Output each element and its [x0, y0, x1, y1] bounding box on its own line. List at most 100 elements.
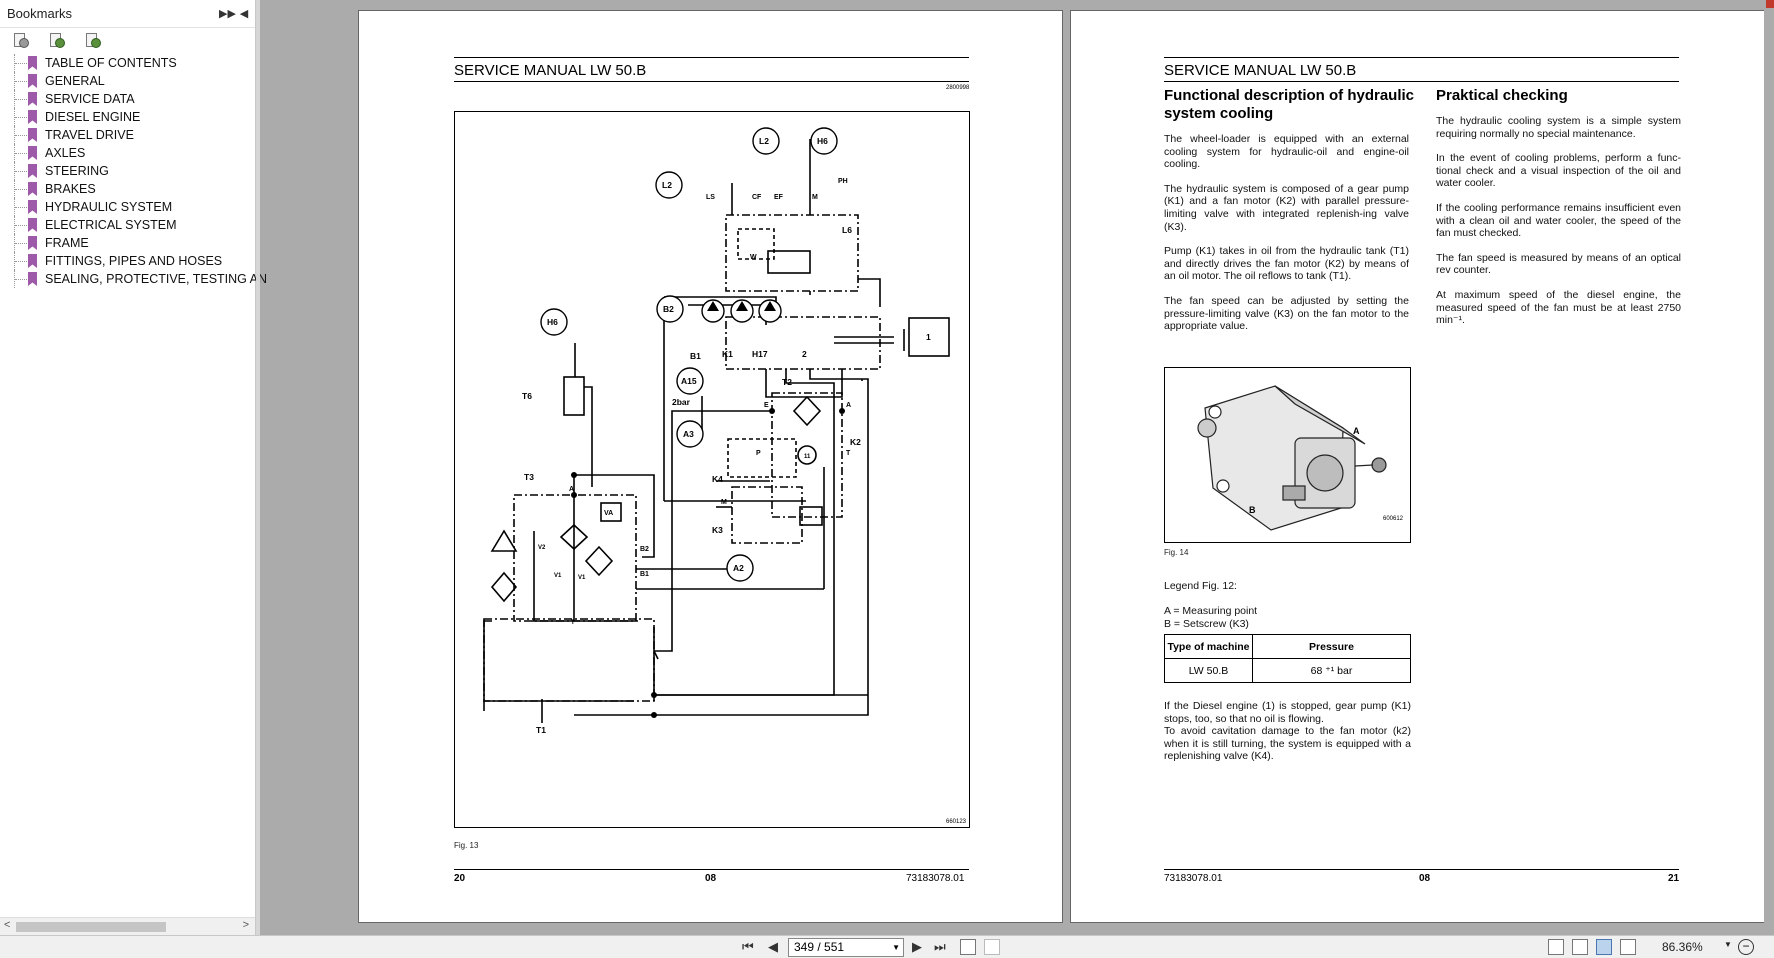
diagram-label: T3	[524, 472, 534, 482]
bookmark-item[interactable]: AXLES	[0, 144, 255, 162]
page-dropdown-icon[interactable]: ▼	[892, 943, 900, 952]
page-number: 20	[454, 873, 466, 884]
hydraulic-schematic-diagram: L2 H6 L2 PH LS CF EF M W L6 B2 1 B1 K1 H…	[454, 111, 970, 828]
bookmark-icon	[28, 92, 37, 106]
tree-connector	[14, 126, 28, 144]
tree-connector	[14, 252, 28, 270]
expand-panel-icon[interactable]: ▶▶	[219, 8, 236, 20]
sidebar-horizontal-scrollbar[interactable]: < >	[0, 917, 255, 935]
continuous-view-icon[interactable]	[1572, 939, 1588, 955]
page-header-title: SERVICE MANUAL LW 50.B	[1164, 62, 1357, 79]
bookmark-icon	[28, 218, 37, 232]
diagram-label: T6	[522, 391, 532, 401]
paragraph: The hydraulic cooling system is a simple…	[1436, 115, 1681, 140]
diagram-label: T	[571, 620, 575, 626]
panel-splitter[interactable]	[256, 0, 260, 935]
bookmark-item[interactable]: HYDRAULIC SYSTEM	[0, 198, 255, 216]
header-rule	[1164, 81, 1679, 82]
bookmark-icon	[28, 74, 37, 88]
continuous-facing-view-icon[interactable]	[1620, 939, 1636, 955]
collapse-panel-icon[interactable]: ◀	[239, 8, 249, 20]
bookmark-item[interactable]: SEALING, PROTECTIVE, TESTING AN	[0, 270, 267, 288]
bookmark-icon	[28, 110, 37, 124]
legend-line: B = Setscrew (K3)	[1164, 618, 1249, 630]
diagram-label: L2	[759, 136, 769, 146]
tree-connector	[14, 72, 28, 90]
section-body: The hydraulic cooling system is a simple…	[1436, 115, 1681, 339]
bookmark-item[interactable]: DIESEL ENGINE	[0, 108, 255, 126]
diagram-label: B1	[640, 571, 649, 578]
paragraph: The fan speed is measured by means of an…	[1436, 251, 1681, 277]
table-cell: 68 ⁺¹ bar	[1252, 658, 1411, 683]
bookmark-label: BRAKES	[45, 182, 96, 196]
diagram-label: V1	[554, 573, 562, 579]
bookmarks-title: Bookmarks	[7, 6, 73, 21]
page-number-input[interactable]: 349 / 551 ▼	[788, 938, 904, 957]
zoom-out-icon[interactable]: −	[1738, 939, 1754, 955]
bookmark-label: HYDRAULIC SYSTEM	[45, 200, 173, 214]
document-vertical-scrollbar[interactable]	[1764, 0, 1774, 935]
figure-code: 600612	[1383, 516, 1404, 522]
diagram-label: A	[846, 402, 851, 409]
zoom-level[interactable]: 86.36%	[1662, 940, 1703, 954]
bookmark-item[interactable]: SERVICE DATA	[0, 90, 255, 108]
scroll-left-icon[interactable]: <	[4, 919, 11, 931]
figure-caption: Fig. 14	[1164, 548, 1189, 557]
tree-connector	[14, 90, 28, 108]
previous-page-icon[interactable]: ◀	[768, 939, 778, 954]
bookmark-options-icon[interactable]	[12, 32, 30, 50]
section-number: 08	[1419, 873, 1431, 884]
bookmark-label: DIESEL ENGINE	[45, 110, 141, 124]
add-bookmark-icon[interactable]	[84, 32, 102, 50]
bookmark-item[interactable]: ELECTRICAL SYSTEM	[0, 216, 255, 234]
facing-pages-view-icon[interactable]	[1596, 939, 1612, 955]
bookmark-label: STEERING	[45, 164, 109, 178]
bookmark-item[interactable]: BRAKES	[0, 180, 255, 198]
paragraph: If the Diesel engine (1) is stopped, gea…	[1164, 700, 1411, 725]
next-view-icon[interactable]	[984, 939, 1000, 955]
diagram-label: A	[569, 486, 574, 493]
bookmark-icon	[28, 254, 37, 268]
next-page-icon[interactable]: ▶	[912, 939, 922, 954]
bookmark-item[interactable]: FITTINGS, PIPES AND HOSES	[0, 252, 255, 270]
bookmark-item[interactable]: FRAME	[0, 234, 255, 252]
tree-connector	[14, 180, 28, 198]
last-page-icon[interactable]: ⏭	[934, 939, 946, 954]
paragraph: To avoid cavitation damage to the fan mo…	[1164, 725, 1411, 763]
zoom-dropdown-icon[interactable]: ▼	[1724, 940, 1732, 949]
bookmark-item[interactable]: GENERAL	[0, 72, 255, 90]
section-title: Praktical checking	[1436, 87, 1568, 104]
header-rule	[454, 81, 969, 82]
diagram-label: L6	[842, 225, 852, 235]
bookmark-label: FITTINGS, PIPES AND HOSES	[45, 254, 223, 268]
tree-connector	[14, 144, 28, 162]
diagram-label: V1	[578, 575, 586, 581]
diagram-label: L2	[662, 180, 672, 190]
diagram-label: M	[812, 194, 818, 201]
diagram-label: K2	[850, 437, 861, 447]
scrollbar-thumb[interactable]	[16, 922, 166, 932]
diagram-label: 2bar	[672, 397, 691, 407]
bookmark-icon	[28, 272, 37, 286]
bookmark-item[interactable]: TRAVEL DRIVE	[0, 126, 255, 144]
previous-view-icon[interactable]	[960, 939, 976, 955]
diagram-label: H6	[817, 136, 828, 146]
first-page-icon[interactable]: ⏮	[742, 939, 754, 954]
bookmark-item[interactable]: STEERING	[0, 162, 255, 180]
diagram-label: 2	[802, 349, 807, 359]
bookmark-icon	[28, 236, 37, 250]
header-rule	[454, 57, 969, 58]
single-page-view-icon[interactable]	[1548, 939, 1564, 955]
bookmark-label: SEALING, PROTECTIVE, TESTING AN	[45, 272, 268, 286]
bookmark-icon	[28, 164, 37, 178]
bookmark-item[interactable]: TABLE OF CONTENTS	[0, 54, 255, 72]
section-body: The wheel-loader is equipped with an ext…	[1164, 133, 1409, 345]
paragraph: If the cooling performance remains insuf…	[1436, 201, 1681, 240]
diagram-label: K4	[712, 474, 723, 484]
pdf-page-20: SERVICE MANUAL LW 50.B 2800998	[358, 10, 1063, 923]
bookmark-label: AXLES	[45, 146, 86, 160]
scroll-right-icon[interactable]: >	[242, 919, 249, 931]
footer-rule	[1164, 869, 1679, 870]
expand-bookmark-icon[interactable]	[48, 32, 66, 50]
page-header-title: SERVICE MANUAL LW 50.B	[454, 62, 647, 79]
